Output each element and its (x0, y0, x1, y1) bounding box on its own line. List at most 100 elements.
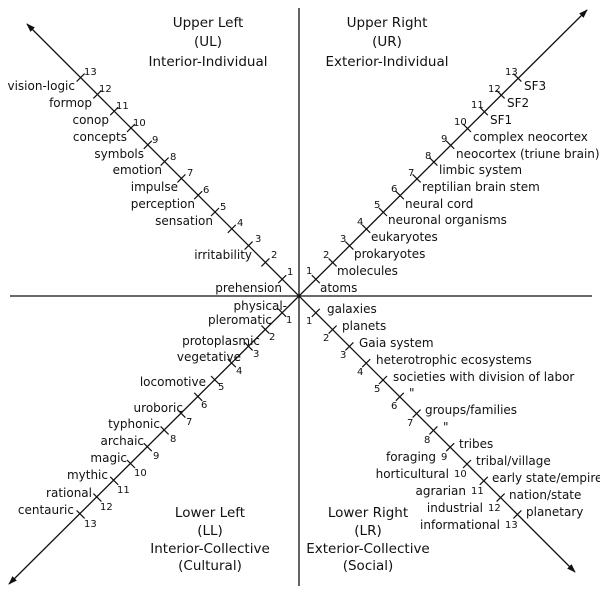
ul-num-11: 11 (116, 101, 129, 112)
ll-tick-8 (160, 425, 170, 435)
ul-title-line-3: Interior-Individual (148, 54, 267, 70)
lr-num-8: 8 (424, 435, 430, 446)
ll-num-2: 2 (269, 332, 275, 343)
lr-label-galaxies: galaxies (327, 302, 377, 316)
ll-label-vegetative: vegetative (177, 350, 241, 364)
ll-num-3: 3 (253, 349, 259, 360)
ll-label-protoplasmic: protoplasmic (182, 334, 260, 348)
ur-label-prokaryotes: prokaryotes (354, 247, 425, 261)
ur-label-neuronal-organisms: neuronal organisms (388, 213, 507, 227)
ll-num-5: 5 (218, 382, 224, 393)
lr-num-3: 3 (340, 350, 346, 361)
lr-title-line-1: Lower Right (328, 505, 408, 521)
ur-ll-diagonal-arrow (8, 9, 588, 585)
ur-num-13: 13 (505, 67, 518, 78)
ll-tick-7 (176, 409, 186, 419)
ur-tick-5 (378, 207, 388, 217)
ur-num-4: 4 (357, 217, 363, 228)
lr-tick-11 (479, 476, 489, 486)
lr-label-heterotrophic-ecosystems: heterotrophic ecosystems (376, 353, 532, 367)
ul-tick-4 (227, 224, 237, 234)
ul-tick-13 (76, 73, 86, 83)
lr-label-nation-state: nation/state (509, 488, 581, 502)
lr-num-13: 13 (505, 520, 518, 531)
ll-label-pleromatic: pleromatic (208, 313, 272, 327)
lr-tick-12 (496, 493, 506, 503)
ur-title-line-3: Exterior-Individual (326, 54, 449, 70)
ur-tick-4 (361, 224, 371, 234)
ul-tick-2 (260, 257, 270, 267)
ul-num-7: 7 (187, 168, 193, 179)
ul-label-perception: perception (131, 197, 195, 211)
ll-tick-3 (244, 341, 254, 351)
ul-label-vision-logic: vision-logic (7, 79, 75, 93)
lr-num-4: 4 (357, 367, 363, 378)
ul-tick-3 (244, 241, 254, 251)
ul-num-10: 10 (133, 118, 146, 129)
ur-label-complex-neocortex: complex neocortex (473, 130, 588, 144)
ll-num-4: 4 (236, 366, 242, 377)
lr-tick-1 (311, 308, 321, 318)
ul-label-irritability: irritability (194, 248, 252, 262)
ll-label-mythic: mythic (67, 468, 108, 482)
lr-label-industrial: industrial (427, 501, 483, 515)
ul-num-6: 6 (203, 185, 209, 196)
ll-labels: physical- pleromatic protoplasmic vegeta… (18, 299, 287, 517)
ur-num-1: 1 (306, 266, 312, 277)
ll-axis-numbers: 1 2 3 4 5 6 7 8 9 10 11 12 13 (84, 315, 292, 530)
ur-tick-2 (328, 257, 338, 267)
lr-tick-2 (328, 325, 338, 335)
lr-label-horticultural: horticultural (376, 467, 449, 481)
lr-num-5: 5 (374, 384, 380, 395)
lr-num-7: 7 (407, 418, 413, 429)
ur-tick-11 (479, 106, 489, 116)
lr-tick-8 (428, 425, 438, 435)
lr-label-planets: planets (342, 319, 386, 333)
ul-tick-9 (143, 140, 153, 150)
lr-title: Lower Right (LR) Exterior-Collective (So… (306, 505, 430, 574)
ur-label-limbic-system: limbic system (439, 163, 522, 177)
ur-num-11: 11 (471, 100, 484, 111)
ur-label-sf3: SF3 (524, 79, 546, 93)
ul-tick-6 (193, 190, 203, 200)
ur-tick-1 (311, 274, 321, 284)
lr-label-ditto-1: " (409, 386, 415, 400)
lr-num-1: 1 (306, 316, 312, 327)
lr-title-line-2: (LR) (354, 523, 381, 539)
ul-num-12: 12 (99, 84, 112, 95)
ul-num-4: 4 (237, 218, 243, 229)
ur-tick-12 (496, 89, 506, 99)
ll-label-physical: physical- (233, 299, 287, 313)
ur-label-atoms: atoms (320, 281, 357, 295)
lr-title-line-3: Exterior-Collective (306, 541, 430, 557)
ul-tick-5 (210, 207, 220, 217)
ll-tick-10 (126, 459, 136, 469)
ul-num-9: 9 (152, 135, 158, 146)
ll-label-magic: magic (90, 451, 127, 465)
lr-label-foraging: foraging (386, 450, 436, 464)
ur-num-10: 10 (454, 117, 467, 128)
lr-label-planetary: planetary (526, 505, 583, 519)
ur-title: Upper Right (UR) Exterior-Individual (326, 15, 449, 70)
ur-tick-10 (462, 123, 472, 133)
ul-label-emotion: emotion (113, 163, 162, 177)
ll-num-9: 9 (153, 451, 159, 462)
ul-title: Upper Left (UL) Interior-Individual (148, 15, 267, 70)
ur-axis-numbers: 1 2 3 4 5 6 7 8 9 10 11 12 13 (306, 67, 518, 277)
ur-tick-3 (344, 241, 354, 251)
ll-num-7: 7 (186, 417, 192, 428)
ur-title-line-2: (UR) (372, 34, 402, 50)
ul-labels: prehension irritability sensation percep… (7, 79, 282, 295)
ll-tick-4 (227, 358, 237, 368)
ul-label-prehension: prehension (215, 281, 282, 295)
ur-label-sf2: SF2 (507, 96, 529, 110)
ll-label-archaic: archaic (100, 434, 144, 448)
ur-title-line-1: Upper Right (347, 15, 428, 31)
ll-tick-13 (76, 509, 86, 519)
ur-label-neocortex: neocortex (triune brain) (456, 147, 600, 161)
ul-num-8: 8 (170, 152, 176, 163)
ul-axis-numbers: 1 2 3 4 5 6 7 8 9 10 11 12 13 (84, 67, 293, 278)
lr-tick-13 (512, 509, 522, 519)
ul-tick-7 (176, 173, 186, 183)
